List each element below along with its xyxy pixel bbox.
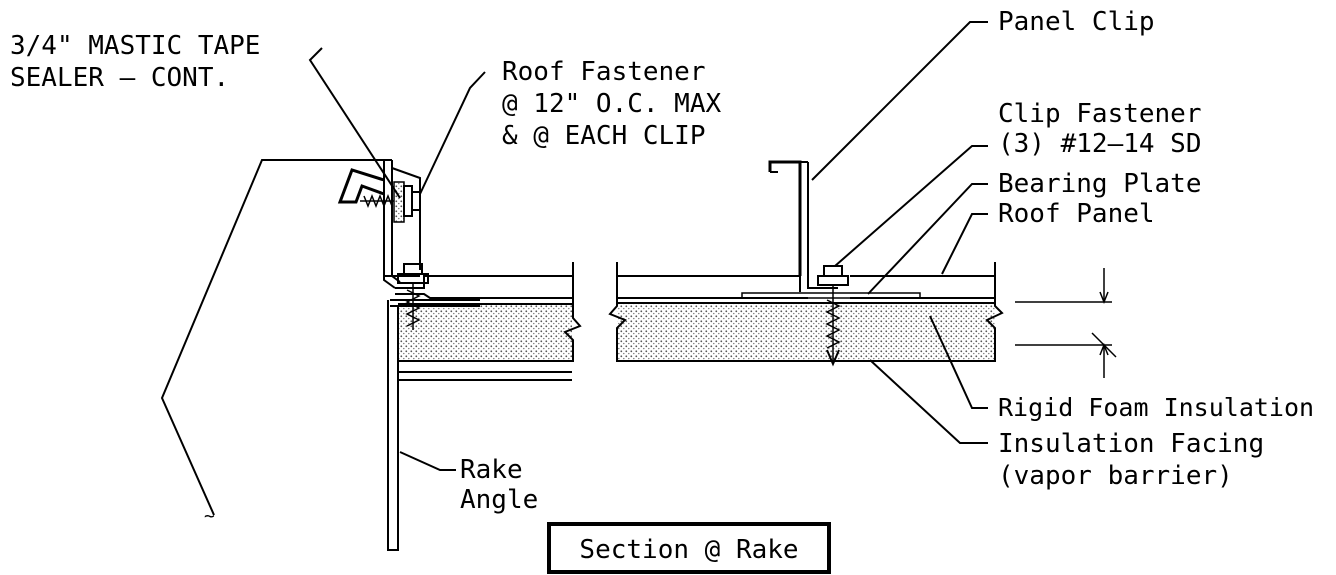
label-rake-angle: Rake Angle: [460, 455, 538, 515]
label-panel-clip: Panel Clip: [998, 7, 1155, 37]
label-roof-fastener-line3: & @ EACH CLIP: [502, 121, 706, 151]
roof-fastener-top: [360, 185, 421, 217]
roof-fastener-left: [397, 263, 429, 330]
label-insulation-facing: Insulation Facing (vapor barrier): [998, 429, 1264, 491]
panel-clip: [768, 160, 838, 289]
clip-fastener: [817, 265, 849, 367]
section-title-box: Section @ Rake: [547, 522, 831, 574]
label-clip-fastener: Clip Fastener (3) #12–14 SD: [998, 99, 1202, 159]
roof-panel-left: [395, 275, 572, 299]
section-title: Section @ Rake: [579, 535, 798, 565]
roof-panel-right: [617, 275, 995, 299]
right-insulation: [617, 302, 995, 362]
label-rigid-foam: Rigid Foam Insulation: [998, 393, 1314, 422]
label-mastic-tape-line2: SEALER – CONT.: [10, 63, 229, 93]
label-clip-fastener-line1: Clip Fastener: [998, 99, 1202, 129]
mastic-tape: [393, 181, 405, 223]
label-roof-fastener-line2: @ 12" O.C. MAX: [502, 89, 721, 119]
label-clip-fastener-line2: (3) #12–14 SD: [998, 129, 1202, 159]
dimension-marks: [1015, 268, 1117, 378]
label-mastic-tape-line1: 3/4" MASTIC TAPE: [10, 31, 260, 61]
label-bearing-plate: Bearing Plate: [998, 169, 1202, 199]
label-insulation-facing-line1: Insulation Facing: [998, 429, 1264, 459]
left-insulation: [398, 303, 572, 362]
rake-trim: [337, 159, 421, 289]
label-insulation-facing-line2: (vapor barrier): [998, 461, 1233, 491]
svg-text:~: ~: [204, 506, 215, 527]
label-roof-panel: Roof Panel: [998, 199, 1155, 229]
label-mastic-tape: 3/4" MASTIC TAPE SEALER – CONT.: [10, 31, 260, 93]
leader-lines: [308, 21, 988, 471]
label-roof-fastener: Roof Fastener @ 12" O.C. MAX & @ EACH CL…: [502, 57, 721, 151]
gable-outline: ~: [160, 159, 384, 527]
label-rake-angle-line1: Rake: [460, 455, 523, 485]
rake-angle: [387, 299, 572, 551]
label-roof-fastener-line1: Roof Fastener: [502, 57, 706, 87]
label-rake-angle-line2: Angle: [460, 485, 538, 515]
